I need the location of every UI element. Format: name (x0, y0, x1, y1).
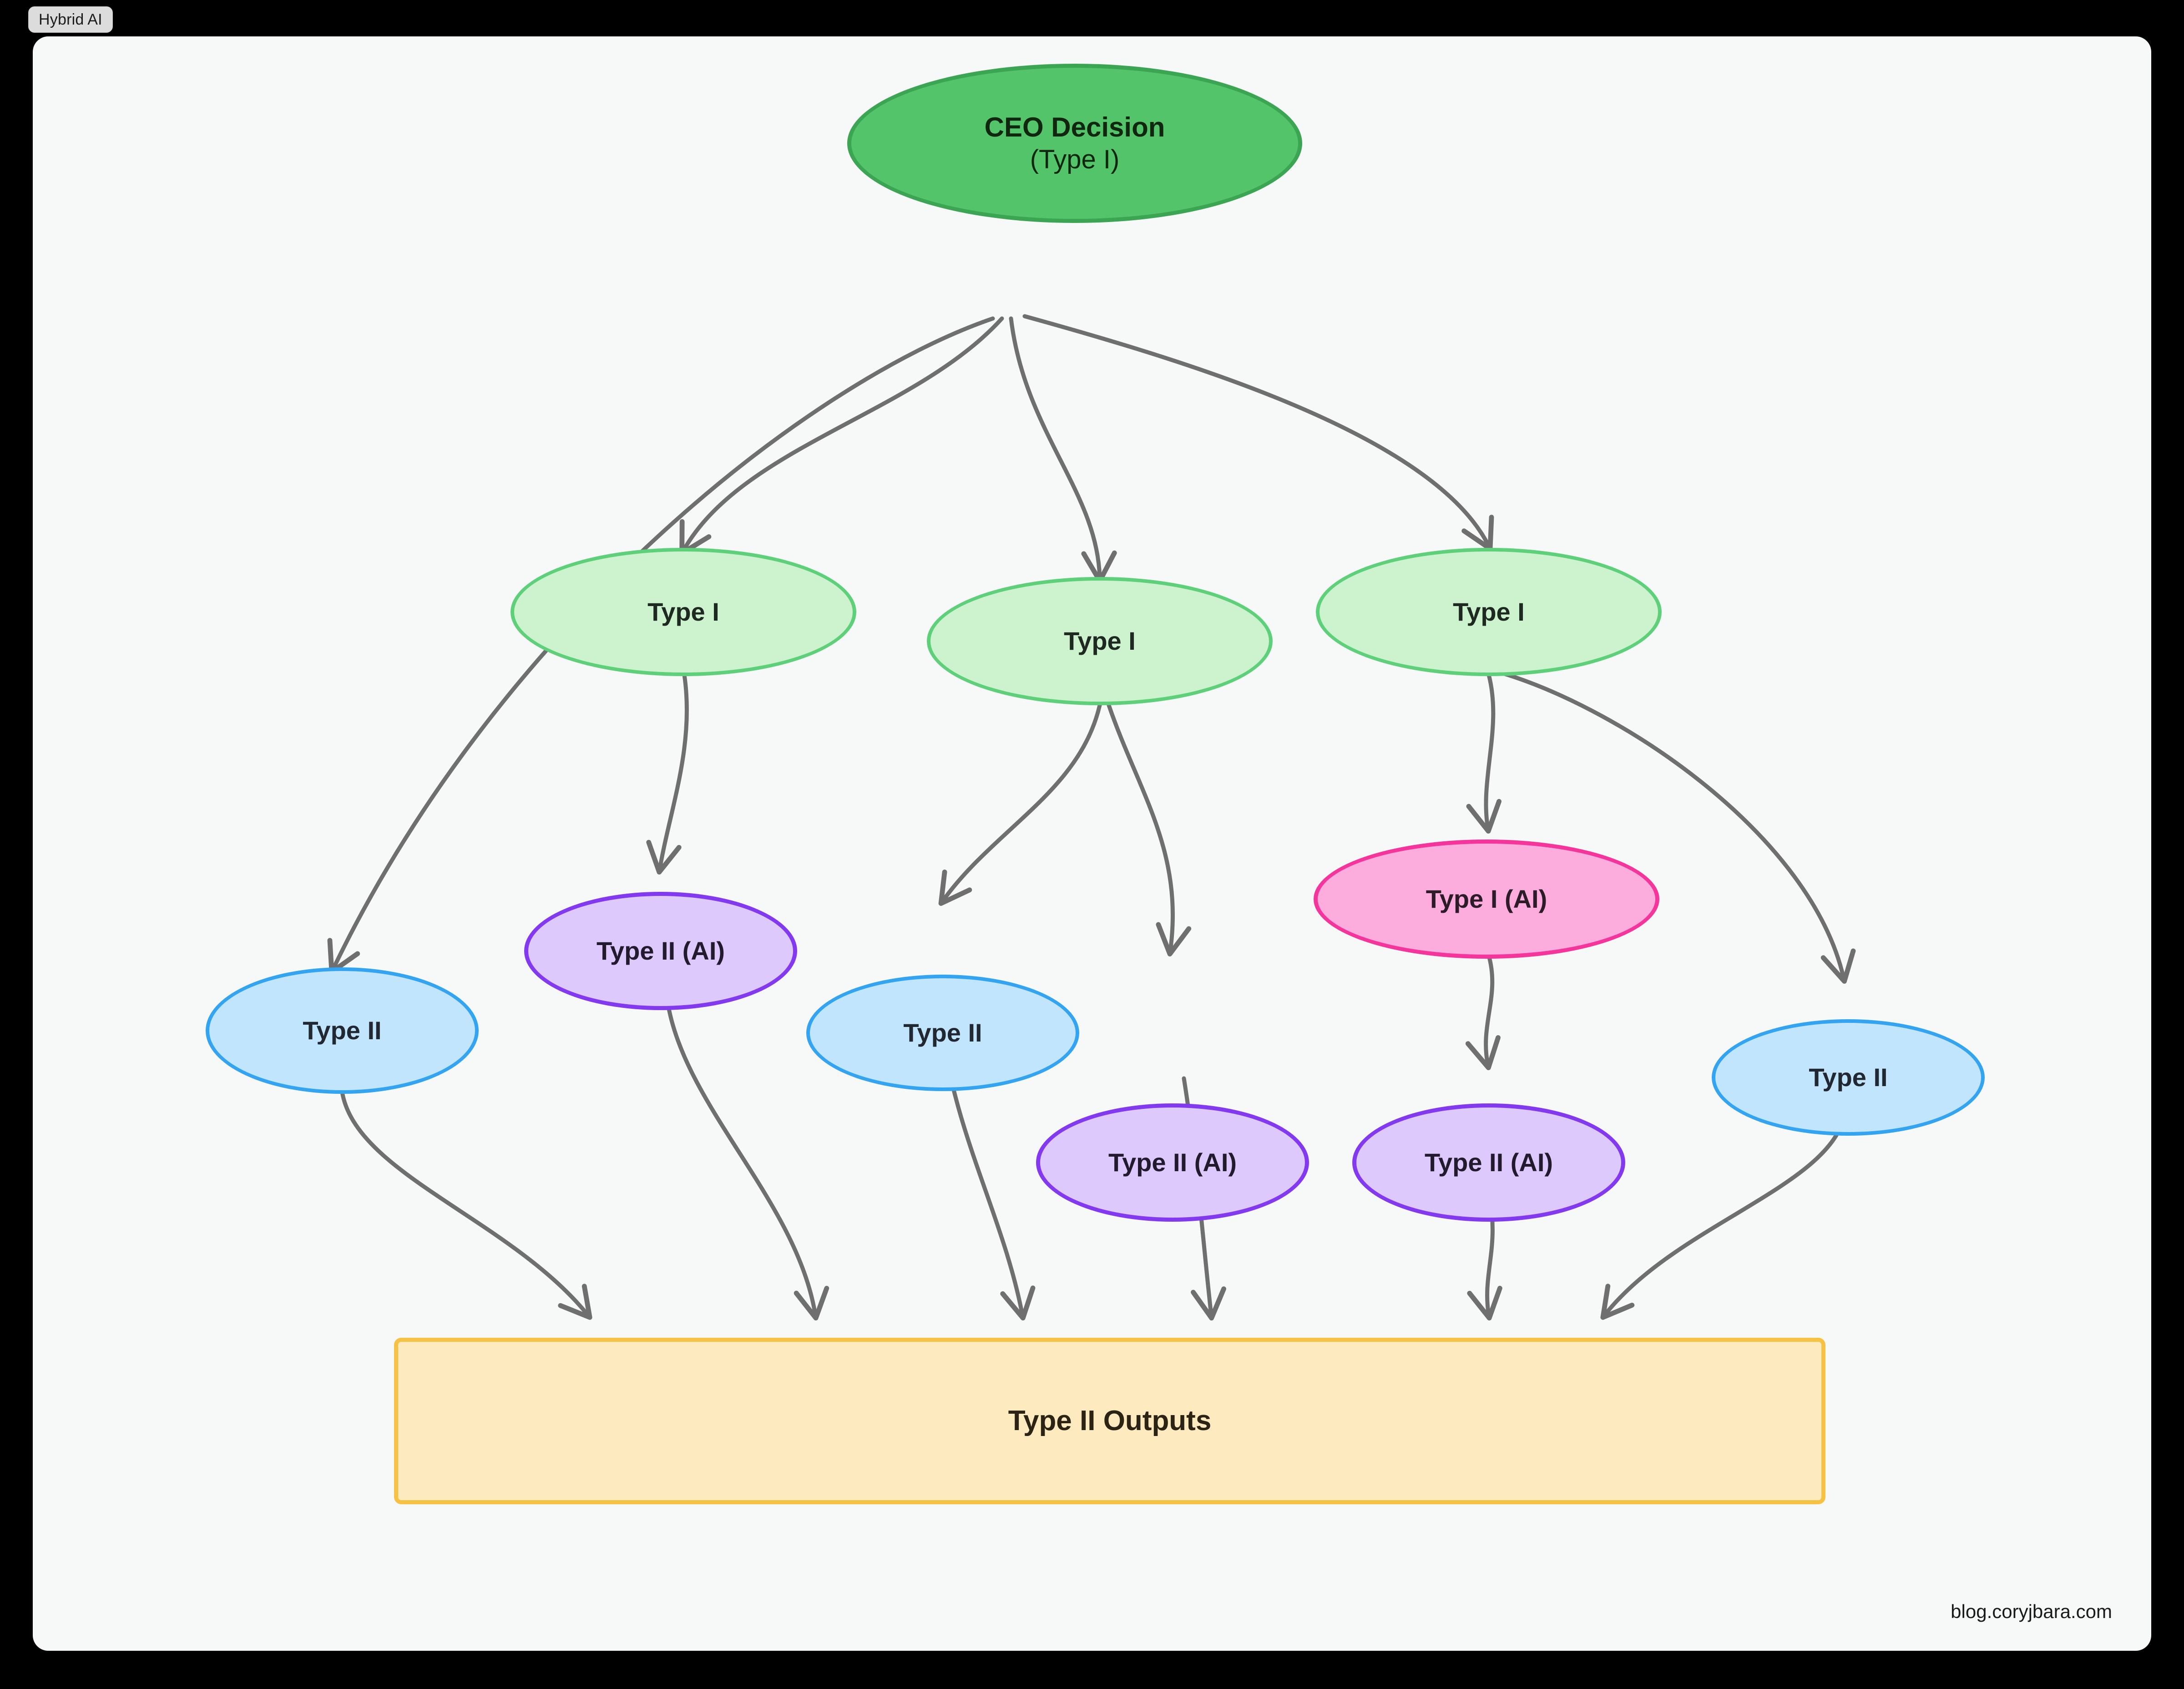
node-typei-ai[interactable]: Type I (AI) (1314, 839, 1659, 959)
node-typeii-ai-c-label: Type II (AI) (1424, 1148, 1553, 1177)
edge-root-to-typei-c (1022, 314, 1494, 551)
tab-badge[interactable]: Hybrid AI (28, 6, 113, 33)
tab-badge-label: Hybrid AI (39, 10, 102, 28)
node-typei-a[interactable]: Type I (511, 548, 856, 676)
node-root-line2: (Type I) (1030, 145, 1120, 175)
node-root-line1: CEO Decision (984, 112, 1165, 143)
node-typeii-ai-b-label: Type II (AI) (1108, 1148, 1237, 1177)
diagram-panel: CEO Decision (Type I) Type I Type I Type… (33, 36, 2151, 1651)
edge-typei-a-to-typeii-ai-a (646, 673, 689, 875)
node-typei-c-label: Type I (1453, 597, 1525, 626)
node-typeii-right-label: Type II (1809, 1062, 1888, 1092)
node-typei-a-label: Type I (647, 597, 719, 626)
edge-root-to-typeii-left (327, 316, 995, 975)
edge-typeii-left-to-outputs (340, 1090, 592, 1320)
node-typeii-right[interactable]: Type II (1712, 1019, 1985, 1136)
node-type-ii-outputs[interactable]: Type II Outputs (394, 1338, 1825, 1504)
edge-root-to-typei-b (1009, 316, 1117, 584)
footer-watermark: blog.coryjbara.com (1951, 1601, 2112, 1622)
node-typeii-ai-b[interactable]: Type II (AI) (1036, 1103, 1309, 1222)
node-typei-c[interactable]: Type I (1316, 548, 1662, 676)
node-typeii-mid[interactable]: Type II (806, 975, 1079, 1091)
node-typeii-left[interactable]: Type II (206, 967, 479, 1094)
node-root-ceo-decision[interactable]: CEO Decision (Type I) (847, 64, 1302, 223)
node-typeii-left-label: Type II (303, 1016, 382, 1045)
node-typei-ai-label: Type I (AI) (1426, 884, 1547, 913)
node-typei-b-label: Type I (1064, 626, 1136, 655)
node-typeii-ai-c[interactable]: Type II (AI) (1352, 1103, 1625, 1222)
edge-typei-c-to-typei-ai (1466, 673, 1502, 834)
edge-typei-b-to-typeii-mid (938, 703, 1102, 906)
edge-root-to-typei-a (679, 316, 1004, 556)
edge-typei-ai-to-typeii-ai-c (1465, 953, 1501, 1071)
node-typeii-mid-label: Type II (903, 1018, 982, 1047)
edge-typeii-ai-a-to-outputs (665, 999, 829, 1321)
edge-typei-b-to-typeii-ai-b (1107, 703, 1192, 957)
node-typeii-ai-a-label: Type II (AI) (596, 936, 725, 965)
node-outputs-label: Type II Outputs (1008, 1405, 1212, 1437)
edge-typei-c-to-typeii-right (1498, 670, 1856, 984)
node-typeii-ai-a[interactable]: Type II (AI) (524, 892, 797, 1010)
node-typei-b[interactable]: Type I (927, 577, 1273, 705)
